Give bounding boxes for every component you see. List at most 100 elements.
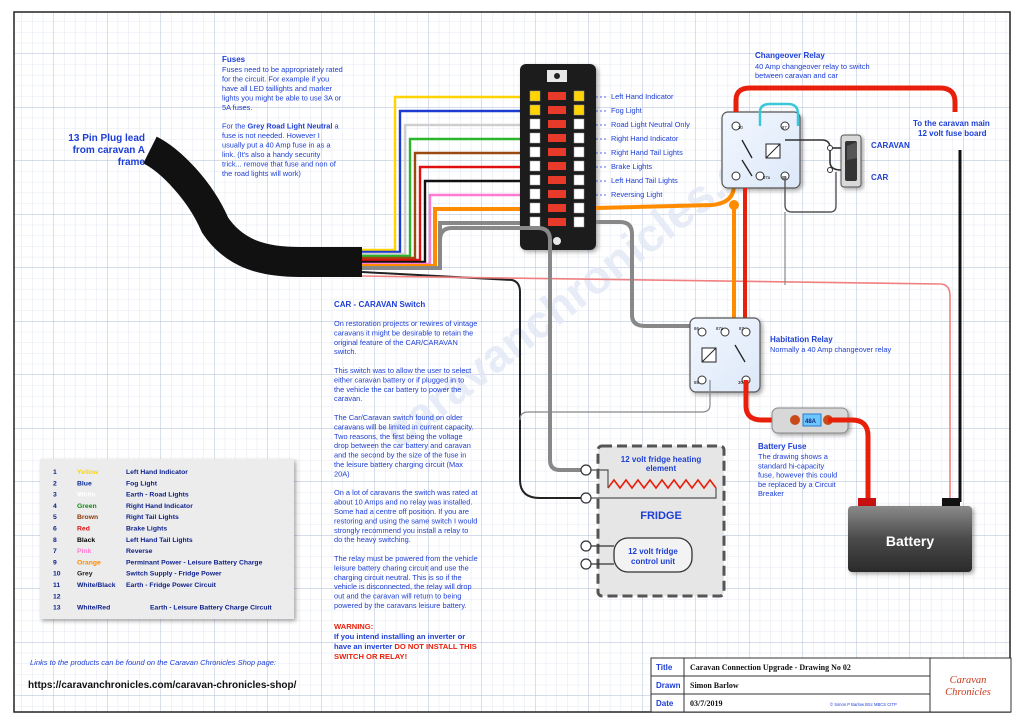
switch-note-line: about 10 Amps and no relay was installed… [334,498,472,507]
fuse-rows [529,90,585,228]
legend-function: Left Hand Indicator [126,469,188,476]
shop-url-link[interactable]: https://caravanchronicles.com/caravan-ch… [28,680,297,691]
legend-pin-number: 4 [53,503,57,510]
changeover-relay-title: Changeover Relay [755,51,825,60]
warning-red: DO NOT INSTALL THIS [394,642,476,651]
fuses-note: Fuses Fuses need to be appropriately rat… [222,55,343,178]
orange-junction [729,200,739,210]
fuse-terminal-left [529,118,541,130]
blade-fuse [548,204,566,212]
battery-fuse-desc-line: fuse, however this could [758,471,837,480]
switch-caravan-label: CARAVAN [871,141,910,150]
battery-fuse-desc-line: be replaced by a Circuit [758,480,836,489]
fuse-terminal-right [573,146,585,158]
legend-pin-number: 13 [53,605,61,612]
habitation-relay: 86 87a 87 85 30 [689,317,761,393]
drawn-value: Simon Barlow [690,681,739,690]
links-note: Links to the products can be found on th… [30,658,276,667]
legend-pin-number: 6 [53,526,57,533]
pin-legend [40,459,294,619]
warning-line-1: If you intend installing an inverter or [334,632,465,641]
fuse-terminal-right [573,216,585,228]
fuse-terminal-left [529,174,541,186]
switch-note-line: caravan. [334,394,362,403]
switch-note-line: caravans will be limited in current capa… [334,422,474,431]
changeover-relay-line-1: 40 Amp changeover relay to switch [755,62,870,71]
hab-pin-86: 86 [694,326,699,331]
switch-note-line: 20A) [334,469,350,478]
plug-lead-cable [142,136,362,277]
fuses-note-post: a [332,122,339,131]
main-fuse-board-line-1: To the caravan main [913,119,990,128]
title-label: Title [656,663,673,672]
legend-pin-number: 7 [53,548,57,555]
car-caravan-switch[interactable] [840,134,862,188]
battery-fuse-title: Battery Fuse [758,442,807,451]
switch-note-line: do the heavy switching. [334,535,411,544]
earth-battery-wire [361,275,951,504]
fuse-terminal-left [529,216,541,228]
date-value: 03/7/2019 [690,699,722,708]
fuses-note-pre: For the [222,122,247,131]
fuse-output-leaders [596,96,608,196]
changeover-relay-line-2: between caravan and car [755,71,839,80]
warning-mid: have an inverter [334,642,394,651]
legend-wire-colour: Yellow [77,469,99,476]
fuse-output-label: Reversing Light [611,190,662,199]
warning-title: WARNING: [334,622,373,631]
fuse-terminal-right [573,202,585,214]
fuse-output-label: Fog Light [611,106,642,115]
battery-fuse-desc-line: Breaker [758,489,784,498]
fridge-heating-terminal-1 [580,464,592,476]
legend-function: Brake Lights [126,526,167,533]
legend-pin-number: 9 [53,559,57,566]
switch-note-line: The relay must be powered from the vehic… [334,554,478,563]
date-label: Date [656,699,674,708]
blade-fuse [548,92,566,100]
plug-label-line-1: 13 Pin Plug lead [68,133,145,144]
warning-line-3: SWITCH OR RELAY! [334,652,407,661]
fuses-note-line: fuse is not needed. However I [222,131,320,140]
blade-fuse [548,120,566,128]
switch-note-line: vehicle is disconnected, the relay will … [334,582,472,591]
plug-label-line-3: frame [118,157,146,168]
blade-fuse [548,190,566,198]
legend-wire-colour: Grey [77,571,93,578]
plug-lead-end [300,247,362,277]
legend-wire-colour: Orange [77,559,101,566]
switch-car-label: CAR [871,173,889,182]
red-supply-to-fuse-board [733,85,958,112]
main-fuse-board-line-2: 12 volt fuse board [918,129,987,138]
legend-wire-colour: White [77,492,96,499]
switch-note-line: This switch was to allow the user to sel… [334,366,471,375]
switch-note-line: drop between the car battery and caravan [334,441,471,450]
fuse-terminal-right [573,90,585,102]
fridge-control-line-1: 12 volt fridge [628,547,678,556]
hab-pin-30: 30 [738,380,743,385]
relay-coil-feed-wire [784,172,837,213]
changeover-relay: 30 87 87a 85 [721,111,801,189]
switch-note-line: strongly recommend you install a relay t… [334,526,468,535]
legend-function: Earth - Road Lights [126,492,189,499]
changeover-pin-87a: 87a [763,175,771,180]
legend-wire-colour: Black [77,537,95,544]
switch-note-line: The Car/Caravan switch found on older [334,413,463,422]
switch-note-line: leisure battery charing circuit and use … [334,563,469,572]
fuse-terminal-right [573,160,585,172]
legend-pin-number: 10 [53,571,61,578]
fuse-output-label: Left Hand Indicator [611,92,674,101]
fridge-control-leads [591,545,614,565]
battery-fuse-desc-line: The drawing shows a [758,452,829,461]
blade-fuse [548,106,566,114]
legend-pin-number: 5 [53,514,57,521]
fuses-note-bold-line: For the Grey Road Light Neutral a [222,122,340,131]
legend-pin-number: 3 [53,492,57,499]
fuses-note-line: the road lights will work) [222,169,301,178]
fuse-terminal-left [529,160,541,172]
title-value: Caravan Connection Upgrade - Drawing No … [690,663,851,672]
fuse-terminal-left [529,90,541,102]
legend-wire-colour: Green [77,503,97,510]
